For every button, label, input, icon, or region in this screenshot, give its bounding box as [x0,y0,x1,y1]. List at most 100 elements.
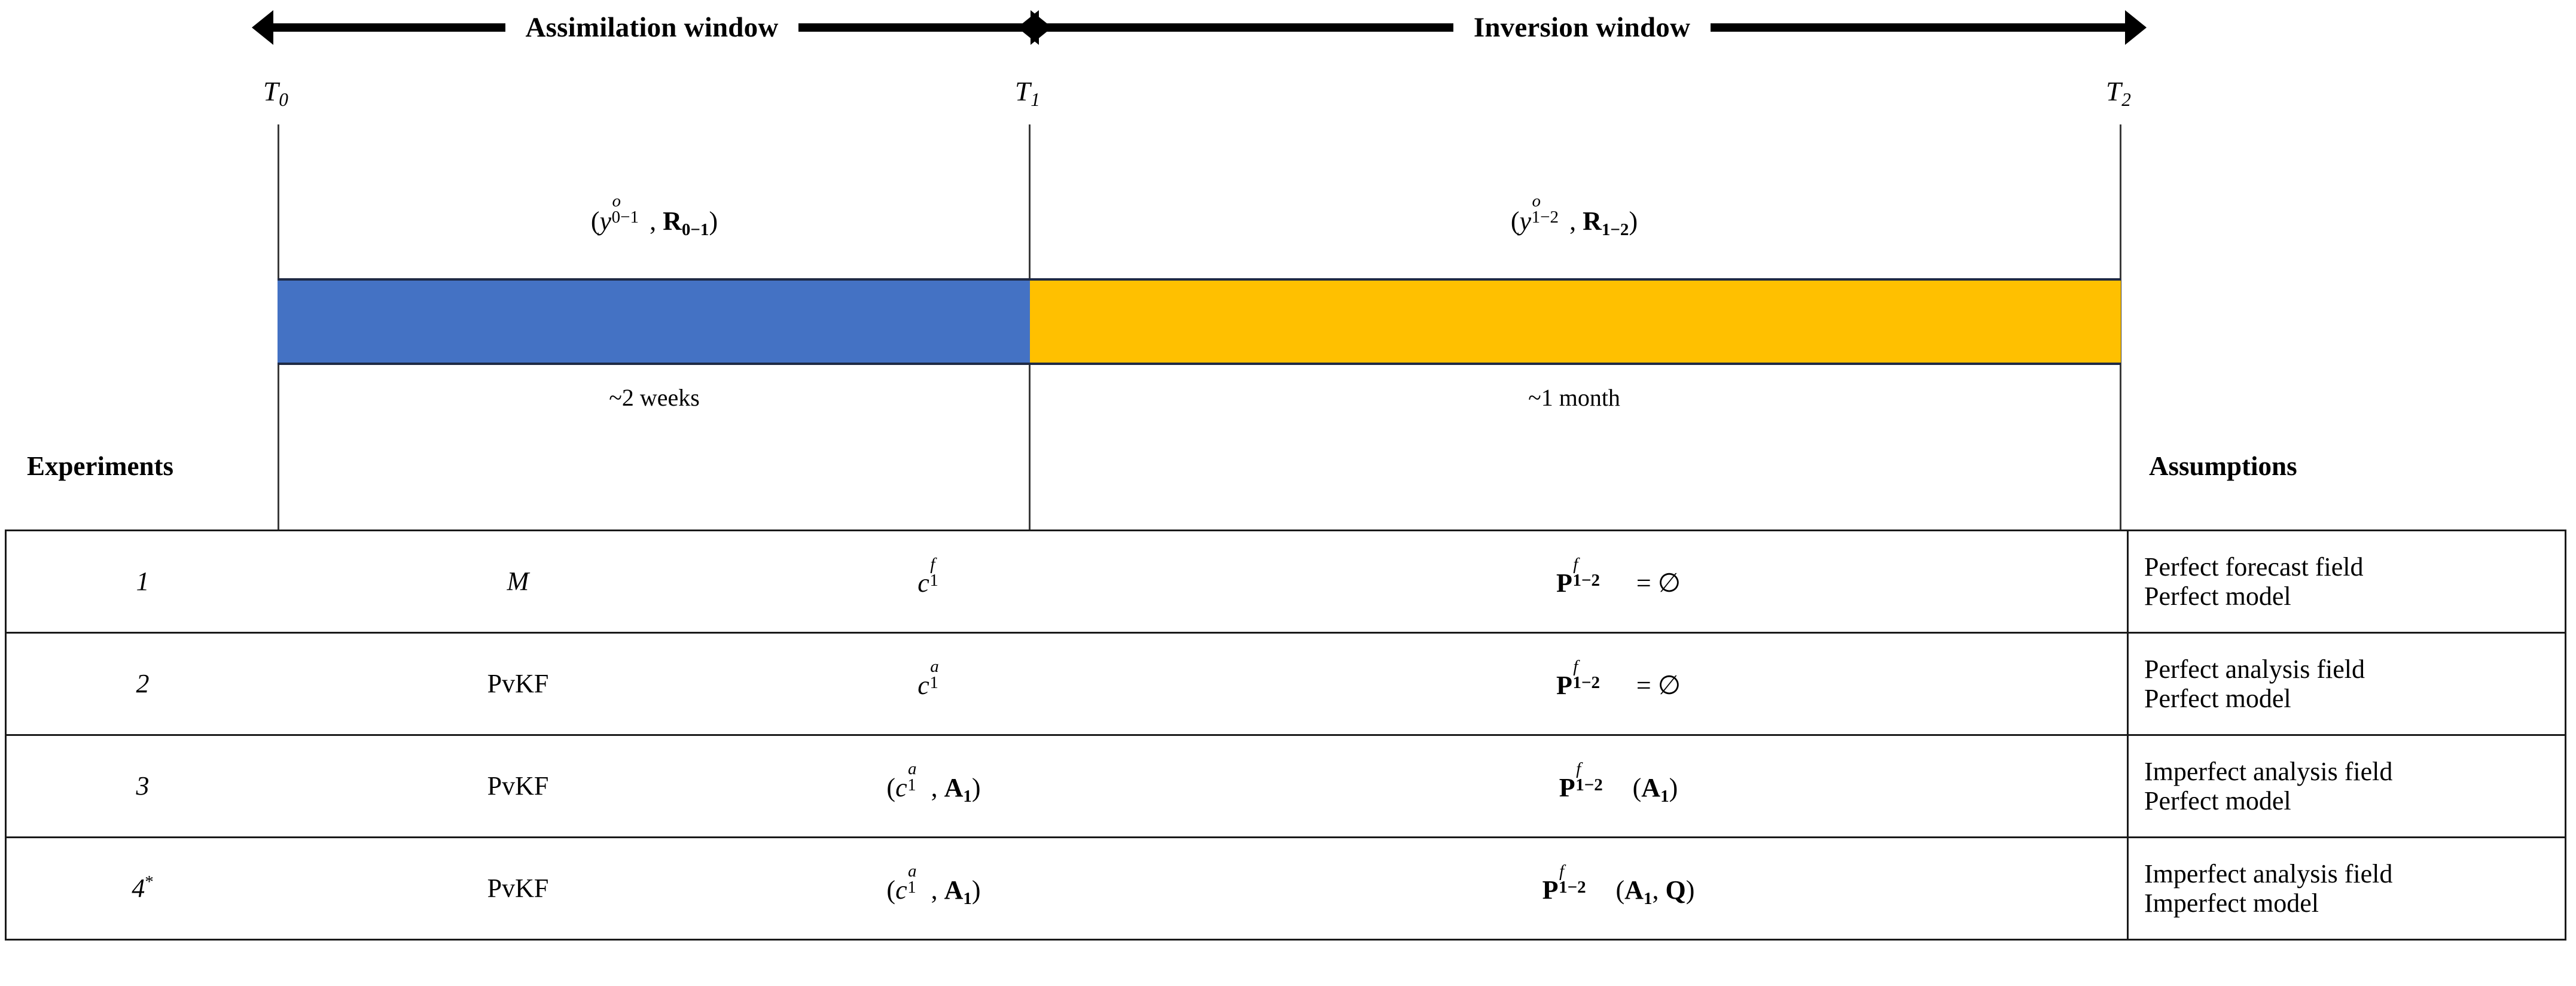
state-cell: (c a 1 , A1) [757,734,1110,838]
state-superscript: a [930,656,939,676]
table-row: 3 PvKF (c a 1 , A1) P f 1−2 (A1) [5,734,2566,838]
state-base: c [917,568,929,598]
covariance-cell: P f 1−2 = ∅ [1110,529,2128,634]
time-label-T0: T0 [263,78,288,109]
covariance-superscript: f [1573,554,1578,574]
time-label-T1: T1 [1015,78,1040,109]
state-subscript: 1 [929,570,938,590]
experiment-number-cell: 3 [5,734,279,838]
covariance-superscript: f [1573,656,1578,676]
state-superscript: a [908,759,917,778]
assumption-line: Perfect model [2144,786,2291,815]
left-arrow-icon [272,23,505,32]
state-paren-close: ) [971,772,981,802]
state-comma: , [931,875,944,905]
obs-paren-close: ) [1629,206,1638,236]
state-paren-open: ( [886,875,896,905]
experiments-table: 1 M c f 1 P f 1−2 = ∅ [5,529,2566,941]
experiment-number-cell: 4* [5,836,279,941]
obs-y-subscript: 0−1 [611,207,639,227]
right-arrow-icon [798,23,1032,32]
obs-R-base: R [663,206,682,236]
assumptions-cell: Perfect analysis field Perfect model [2127,632,2566,736]
inversion-window-band: Inversion window [1038,0,2126,55]
obs-paren-open: ( [590,206,600,236]
state-cell: (c a 1 , A1) [757,836,1110,941]
method-cell: PvKF [279,836,757,941]
method-label: PvKF [487,669,549,699]
method-label: PvKF [487,874,549,903]
covariance-paren-open: ( [1615,875,1625,905]
covariance-superscript: f [1576,759,1581,778]
experiment-number-asterisk: * [145,872,154,892]
state-second-base: A [944,875,964,905]
experiment-number: 3 [136,771,150,801]
experiment-number-cell: 2 [5,632,279,736]
state-subscript: 1 [929,672,938,692]
state-second-subscript: 1 [963,888,972,908]
state-base: c [895,875,907,905]
inversion-window-label: Inversion window [1473,11,1691,43]
state-base: c [917,670,929,700]
experiment-number: 1 [136,567,150,597]
method-cell: PvKF [279,734,757,838]
covariance-base: P [1556,568,1572,598]
right-arrow-icon [1711,23,2126,32]
assumption-line: Imperfect analysis field [2144,859,2393,888]
covariance-paren-close: ) [1669,772,1678,802]
covariance-superscript: f [1559,861,1565,881]
time-label-T0-sub: 0 [279,89,288,111]
left-arrow-icon [1038,23,1453,32]
state-cell: c f 1 [757,529,1110,634]
experiment-number-cell: 1 [5,529,279,634]
time-label-T2-sub: 2 [2121,89,2131,111]
experiments-column-header: Experiments [27,451,173,481]
covariance-base: P [1556,670,1572,700]
time-label-T2: T2 [2106,76,2131,109]
obs-comma: , [1569,206,1583,236]
assumption-line: Imperfect model [2144,888,2319,918]
table-row: 4* PvKF (c a 1 , A1) P f 1−2 (A1, Q) [5,836,2566,941]
state-second-subscript: 1 [963,786,972,806]
obs-comma: , [650,206,663,236]
covariance-paren-open: ( [1632,772,1642,802]
covariance-arg-comma: , [1652,875,1666,905]
obs-R-subscript: 1−2 [1601,220,1629,239]
assumption-line: Perfect model [2144,684,2291,713]
covariance-paren-close: ) [1685,875,1695,905]
method-label: M [507,567,529,597]
assumptions-cell: Imperfect analysis field Perfect model [2127,734,2566,838]
assumptions-cell: Imperfect analysis field Imperfect model [2127,836,2566,941]
covariance-value: ∅ [1657,670,1681,700]
method-cell: M [279,529,757,634]
state-superscript: f [930,554,935,574]
state-subscript: 1 [907,775,916,795]
covariance-arg-subscript: 1 [1660,786,1669,806]
obs-R-subscript: 0−1 [681,220,709,239]
table-row: 1 M c f 1 P f 1−2 = ∅ [5,529,2566,634]
assumptions-cell: Perfect forecast field Perfect model [2127,529,2566,634]
covariance-arg2-base: Q [1665,875,1686,905]
covariance-cell: P f 1−2 = ∅ [1110,632,2128,736]
inversion-duration-bar [1030,278,2121,365]
covariance-arg-base: A [1624,875,1644,905]
assimilation-window-label: Assimilation window [525,11,779,43]
observation-label-inversion: (y o 1−2 , R1−2) [1353,192,1795,238]
assimilation-duration-bar [278,278,1030,365]
state-comma: , [931,772,944,802]
table-row: 2 PvKF c a 1 P f 1−2 = ∅ [5,632,2566,736]
assumption-line: Imperfect analysis field [2144,756,2393,786]
time-label-T1-sub: 1 [1031,89,1040,111]
time-label-T2-base: T [2106,76,2121,106]
state-superscript: a [908,861,917,881]
obs-y-base: y [1519,206,1532,236]
covariance-cell: P f 1−2 (A1, Q) [1110,836,2128,941]
covariance-value: ∅ [1657,568,1681,598]
covariance-relation: = [1629,670,1658,700]
observation-label-assimilation: (y o 0−1 , R0−1) [433,192,876,238]
covariance-subscript: 1−2 [1572,672,1601,692]
assumption-line: Perfect analysis field [2144,654,2365,684]
state-cell: c a 1 [757,632,1110,736]
assumption-line: Perfect forecast field [2144,552,2364,582]
